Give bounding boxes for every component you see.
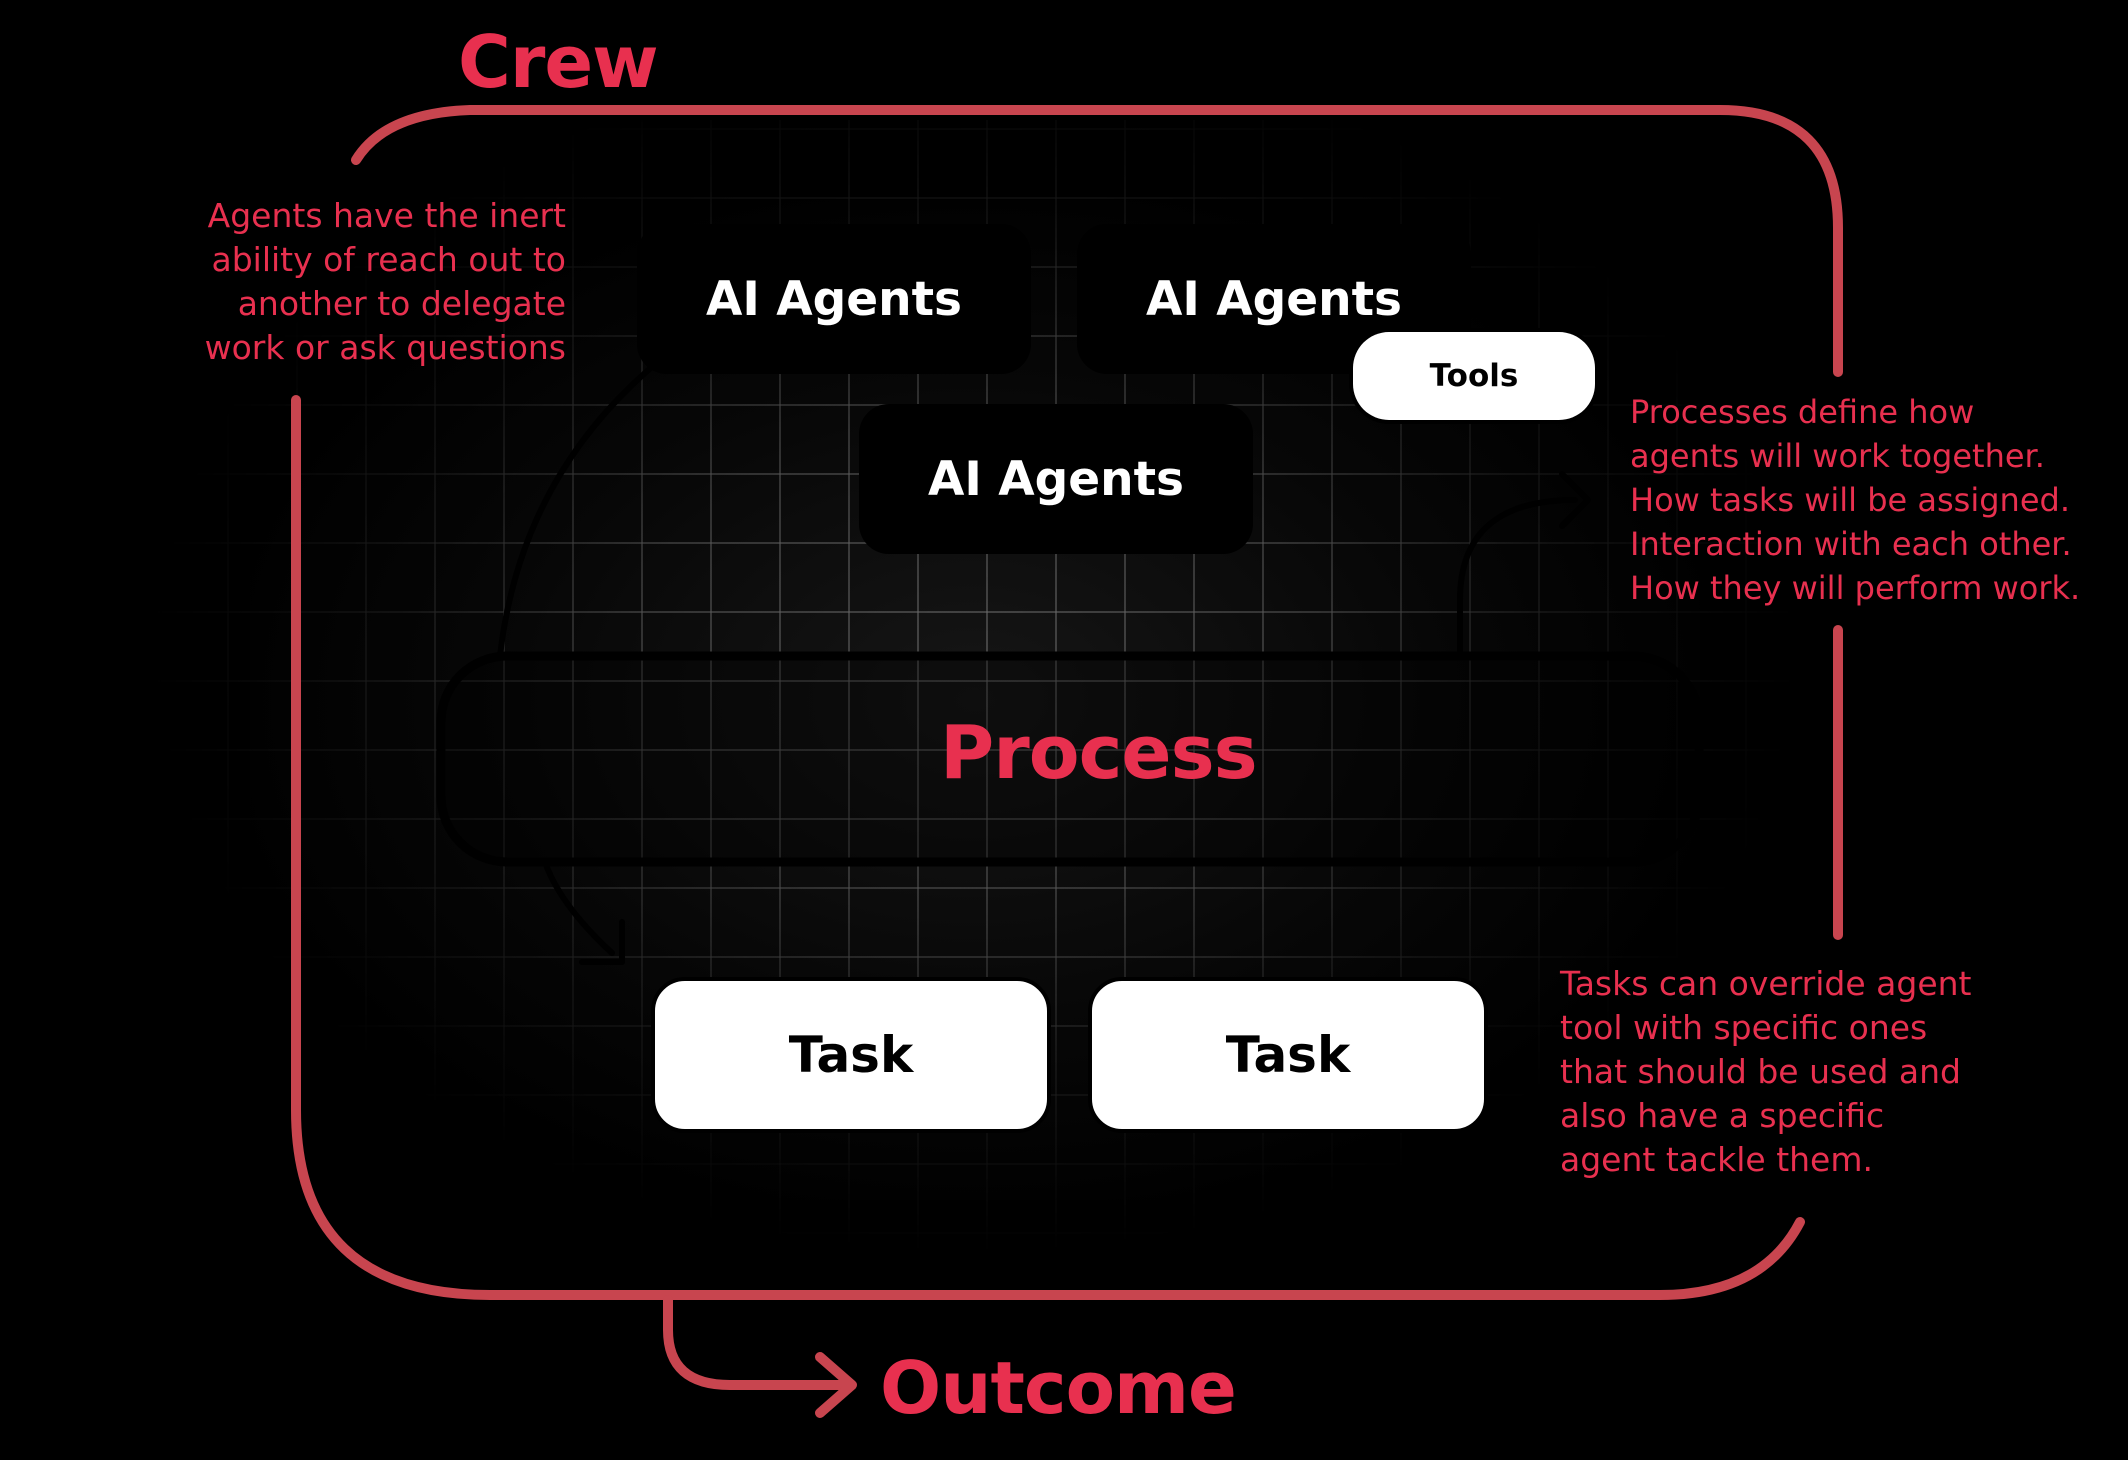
process-to-task-arrowhead	[579, 919, 625, 965]
process-to-notes-arrowhead	[1559, 471, 1591, 529]
task-box: Task	[651, 977, 1051, 1133]
agent-box: AI Agents	[637, 224, 1031, 374]
task-box: Task	[1088, 977, 1488, 1133]
processes-note: Processes define how agents will work to…	[1630, 393, 2081, 607]
outcome-title: Outcome	[880, 1346, 1237, 1430]
process-to-notes-arrow	[1457, 497, 1578, 659]
process-container	[436, 651, 1704, 867]
crew-frame-left	[291, 395, 1805, 1300]
crew-title: Crew	[458, 20, 659, 104]
process-title: Process	[940, 710, 1258, 796]
delegation-curve	[497, 363, 656, 659]
agent-box: AI Agents	[859, 404, 1253, 554]
outcome-arrow-line	[663, 1295, 850, 1390]
tasks-override-note: Tasks can override agent tool with speci…	[1560, 964, 1972, 1179]
crew-frame-top	[351, 105, 1843, 377]
process-to-task-arrow	[542, 859, 615, 956]
agents-delegation-note: Agents have the inert ability of reach o…	[204, 196, 566, 367]
outcome-arrowhead	[815, 1352, 857, 1418]
tools-pill: Tools	[1353, 332, 1595, 420]
